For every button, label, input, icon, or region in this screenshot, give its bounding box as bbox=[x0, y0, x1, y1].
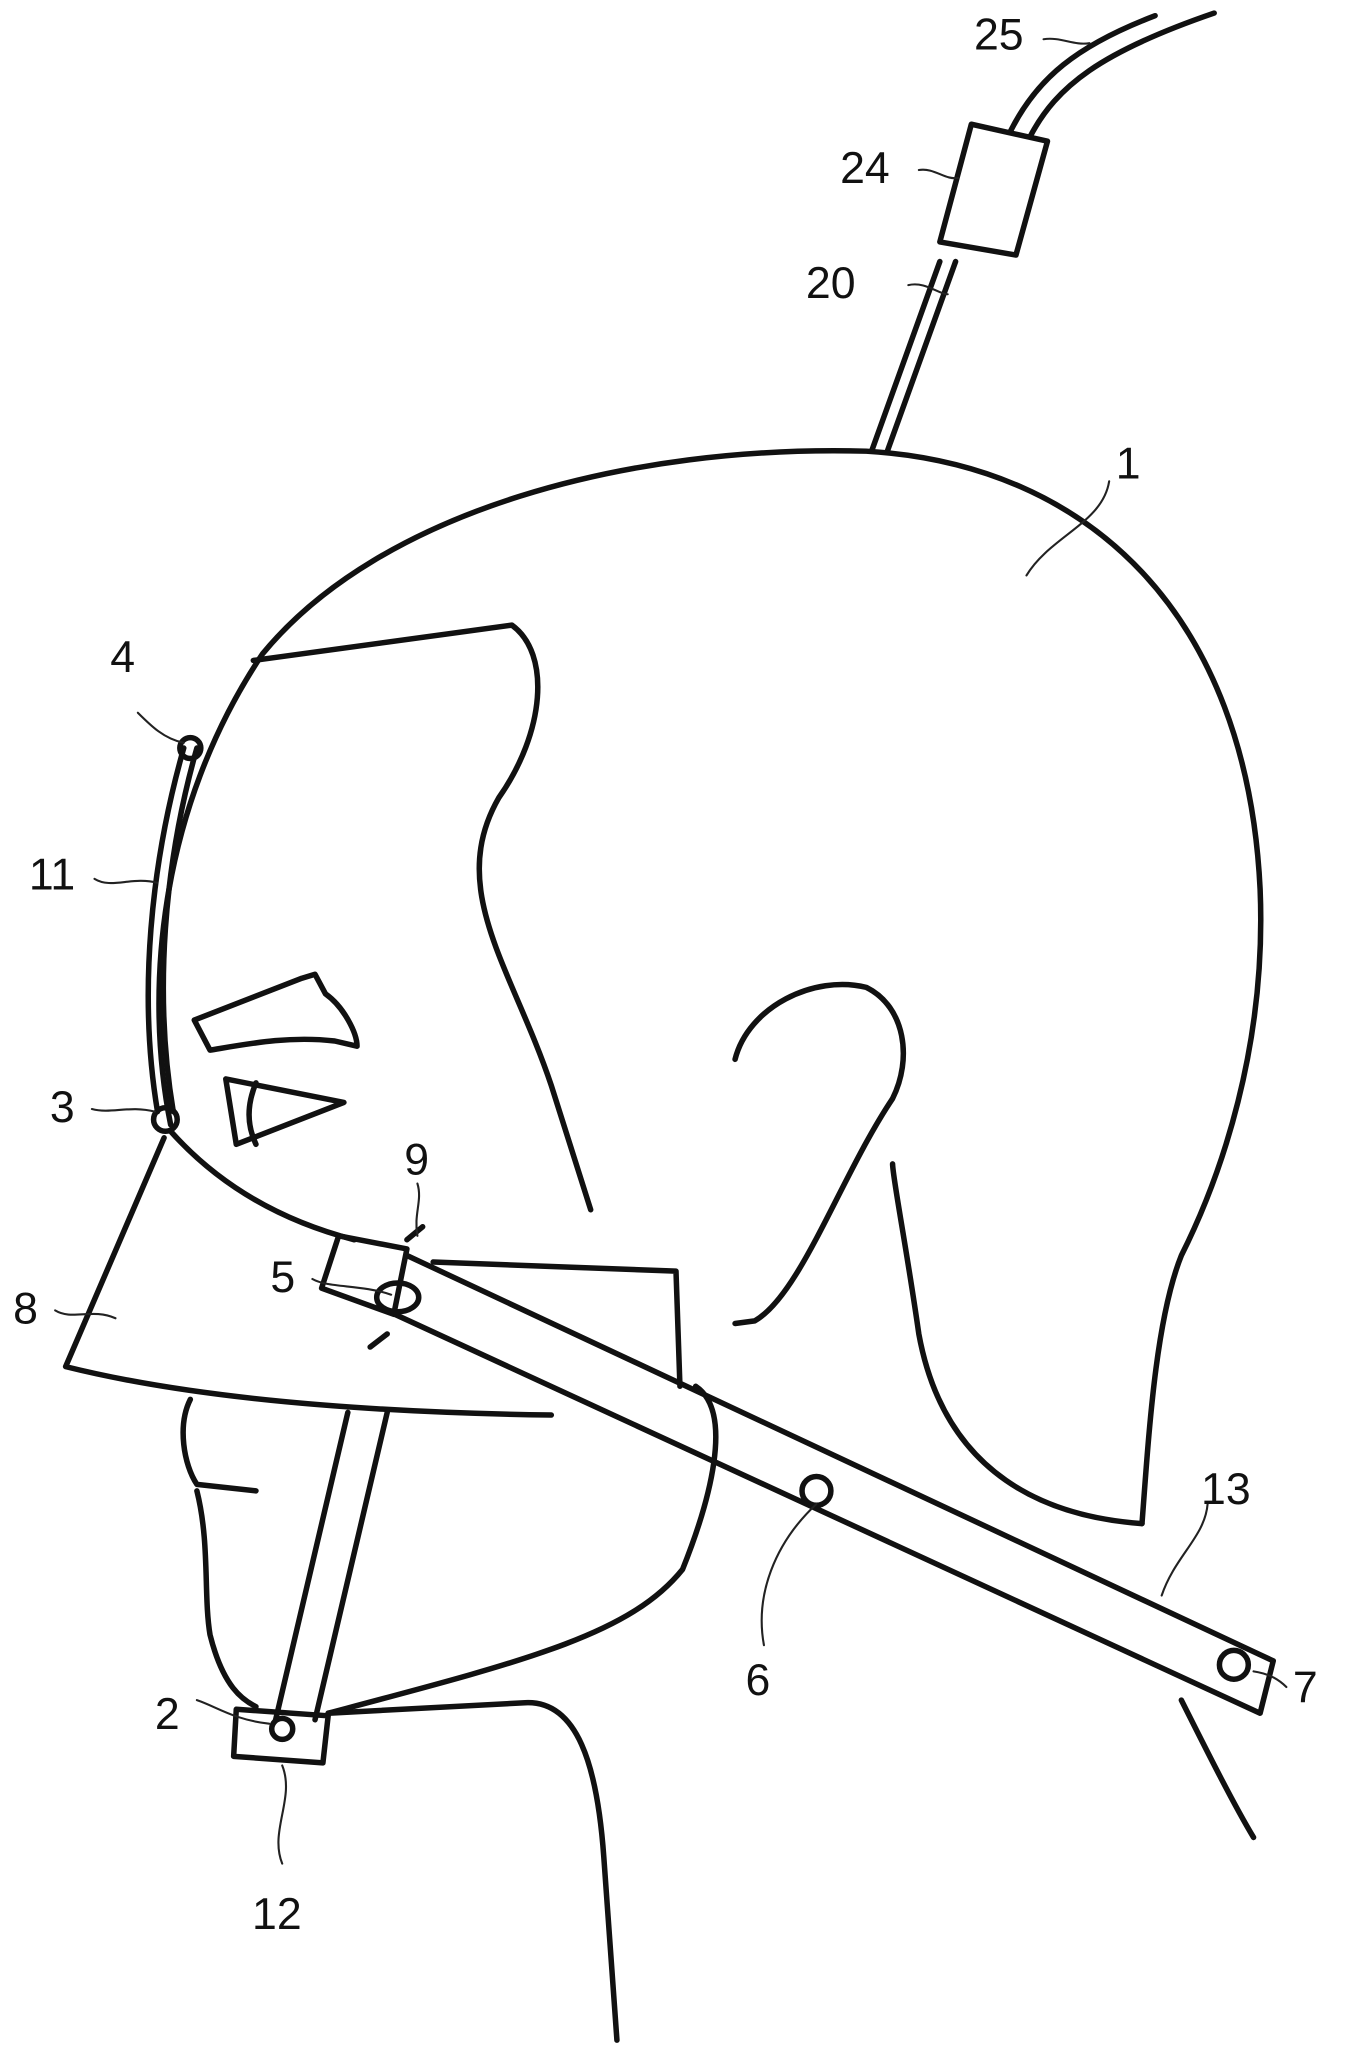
pin-9-icon bbox=[367, 1223, 426, 1350]
face-shield bbox=[62, 1135, 683, 1418]
helmet-outline bbox=[156, 448, 1264, 1527]
strap-clip bbox=[318, 1233, 410, 1318]
visor-rail bbox=[145, 734, 204, 1134]
label-25: 25 bbox=[974, 11, 1024, 60]
label-4: 4 bbox=[110, 633, 135, 682]
face-features bbox=[191, 971, 360, 1148]
hose-tube-assembly bbox=[868, 10, 1217, 454]
label-11: 11 bbox=[29, 850, 75, 899]
pivot-4-icon bbox=[177, 734, 204, 762]
rivet-6-icon bbox=[799, 1473, 834, 1509]
label-1: 1 bbox=[1116, 440, 1141, 489]
label-24: 24 bbox=[840, 144, 890, 193]
label-7: 7 bbox=[1293, 1664, 1318, 1713]
label-8: 8 bbox=[13, 1285, 38, 1334]
label-13: 13 bbox=[1201, 1465, 1251, 1514]
label-5: 5 bbox=[270, 1253, 295, 1302]
label-20: 20 bbox=[806, 259, 856, 308]
rivet-7-icon bbox=[1216, 1647, 1252, 1682]
chin-strap bbox=[230, 1409, 390, 1766]
label-3: 3 bbox=[50, 1083, 75, 1132]
label-12: 12 bbox=[252, 1890, 302, 1939]
label-6: 6 bbox=[746, 1656, 771, 1705]
chin-pad-12 bbox=[230, 1706, 331, 1766]
label-9: 9 bbox=[404, 1135, 429, 1184]
fastener-2-icon bbox=[268, 1715, 296, 1743]
label-2: 2 bbox=[155, 1690, 180, 1739]
leader-lines bbox=[54, 37, 1288, 1865]
connector-24 bbox=[937, 121, 1051, 258]
strap-13 bbox=[318, 1223, 1276, 1716]
pivot-5-icon bbox=[373, 1280, 422, 1315]
reference-labels: 1 2 3 4 5 6 7 8 9 11 12 13 20 24 25 bbox=[13, 11, 1318, 1939]
pivot-3-icon bbox=[150, 1104, 180, 1134]
cheek-line bbox=[167, 1128, 358, 1243]
jaw-and-neck bbox=[180, 981, 1257, 2043]
